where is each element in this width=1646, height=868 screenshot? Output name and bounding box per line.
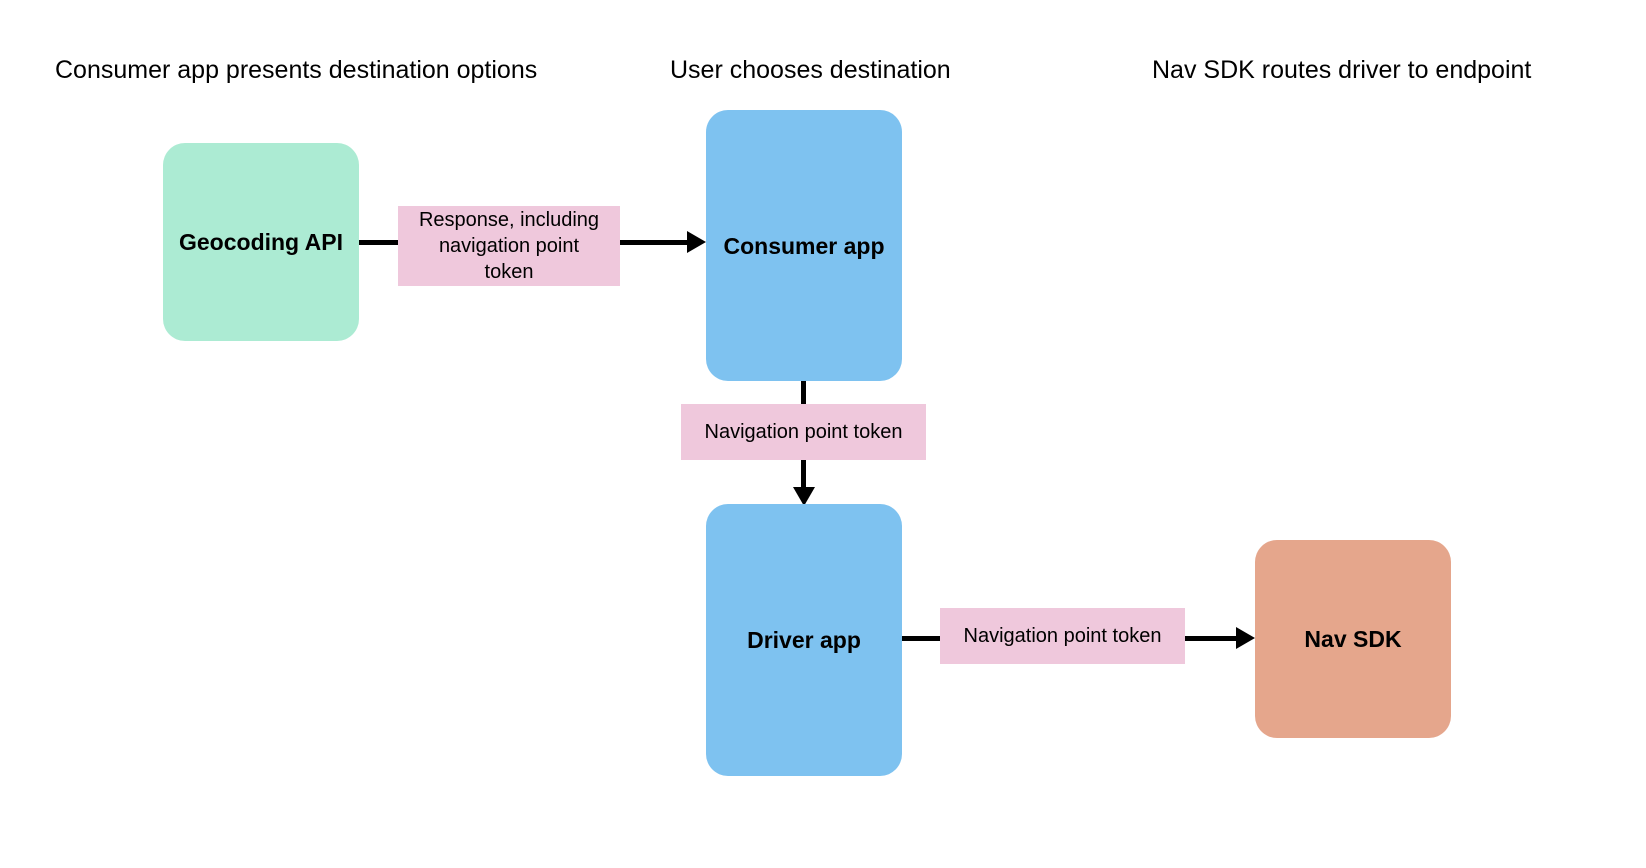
column-header-nav-sdk: Nav SDK routes driver to endpoint xyxy=(1152,56,1532,84)
arrowhead-right-icon-edge1 xyxy=(687,231,706,253)
edge-label-text: Navigation point token xyxy=(963,625,1162,647)
edge-label-navigation-point-token-driver-navsdk: Navigation point token xyxy=(940,608,1185,664)
arrowhead-right-icon-edge3 xyxy=(1236,627,1255,649)
node-consumer-app-label: Consumer app xyxy=(723,232,885,259)
node-nav-sdk[interactable]: Nav SDK xyxy=(1255,540,1451,738)
node-driver-app-label: Driver app xyxy=(747,627,861,653)
arrowhead-down-icon-edge2 xyxy=(793,487,815,506)
edge-label-navigation-point-token-consumer-driver: Navigation point token xyxy=(681,404,926,460)
node-consumer-app[interactable]: Consumer app xyxy=(706,110,902,381)
node-nav-sdk-label: Nav SDK xyxy=(1304,626,1402,652)
column-header-consumer-app: Consumer app presents destination option… xyxy=(55,56,538,84)
node-geocoding-api-label: Geocoding API xyxy=(179,229,343,255)
node-geocoding-api[interactable]: Geocoding API xyxy=(163,143,359,341)
node-driver-app[interactable]: Driver app xyxy=(706,504,902,776)
column-header-user-chooses: User chooses destination xyxy=(670,56,951,84)
edge-label-text: Navigation point token xyxy=(704,421,903,443)
